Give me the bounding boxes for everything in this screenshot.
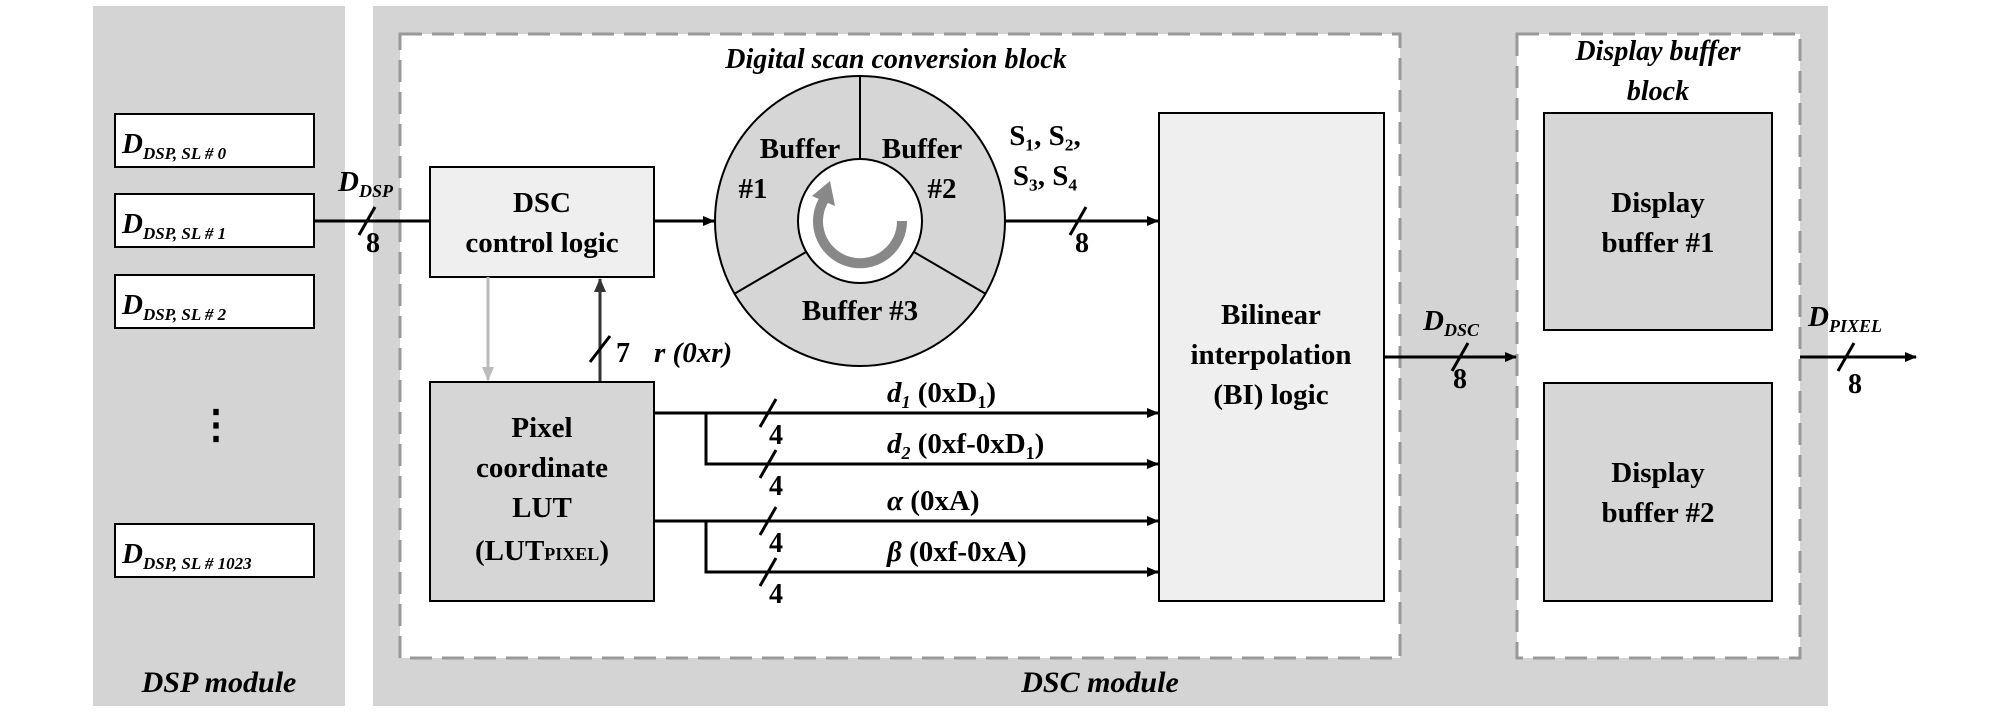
s-bus-width: 8 (1075, 228, 1089, 259)
input-box-sl2: DDSP, SL # 2 (114, 274, 315, 329)
svg-text:β (0xf-0xA): β (0xf-0xA) (886, 536, 1027, 568)
svg-text:Bilinear: Bilinear (1221, 299, 1321, 331)
svg-text:Buffer: Buffer (760, 133, 841, 165)
svg-text:control logic: control logic (465, 227, 618, 259)
dsc-block-title: Digital scan conversion block (724, 44, 1066, 75)
svg-text:Buffer: Buffer (882, 133, 963, 165)
lut-output-d2: 4 d2 (0xf-0xD1) (704, 413, 1159, 502)
svg-text:DSC: DSC (513, 187, 571, 219)
dsp-bus-slash (357, 206, 377, 236)
svg-text:4: 4 (769, 528, 783, 559)
display-block-title-2: block (1627, 76, 1689, 107)
svg-text:(LUTPIXEL): (LUTPIXEL) (475, 535, 609, 567)
svg-text:LUT: LUT (512, 492, 572, 524)
svg-text:buffer #2: buffer #2 (1601, 497, 1714, 529)
svg-text:4: 4 (769, 471, 783, 502)
svg-text:Display: Display (1611, 187, 1705, 219)
svg-text:coordinate: coordinate (476, 452, 608, 484)
display-block-title-1: Display buffer (1574, 36, 1741, 67)
svg-text:DDSP, SL # 0: DDSP, SL # 0 (121, 128, 227, 163)
svg-text:interpolation: interpolation (1190, 339, 1351, 371)
dsp-module-label: DSP module (141, 666, 297, 699)
display-buffer-1-box: Display buffer #1 (1543, 112, 1773, 331)
pixel-signal-label: DPIXEL (1807, 301, 1882, 336)
lut-output-d1: 4 d1 (0xD1) (654, 377, 1159, 451)
svg-text:Buffer #3: Buffer #3 (802, 295, 918, 327)
svg-text:buffer #1: buffer #1 (1601, 227, 1714, 259)
svg-text:4: 4 (769, 420, 783, 451)
lut-output-alpha: 4 α (0xA) (654, 485, 1159, 559)
svg-text:4: 4 (769, 579, 783, 610)
s-signals-line1: S₁, S₂, (1009, 120, 1080, 152)
bilinear-interpolation-box: Bilinear interpolation (BI) logic (1158, 112, 1385, 602)
dsp-bus-width: 8 (366, 228, 380, 259)
display-buffer-2-box: Display buffer #2 (1543, 382, 1773, 602)
rotation-arrow-icon (813, 195, 908, 269)
s-signals-line2: S₃, S₄ (1013, 160, 1077, 192)
svg-text:DDSP, SL # 1023: DDSP, SL # 1023 (121, 538, 252, 573)
svg-text:(BI) logic: (BI) logic (1213, 379, 1328, 411)
input-ellipsis: ⋮ (196, 402, 236, 447)
pixel-bus-width: 8 (1848, 369, 1862, 400)
svg-text:#1: #1 (739, 173, 768, 205)
dsp-module-panel (93, 6, 345, 706)
input-box-sl0: DDSP, SL # 0 (114, 113, 315, 168)
pixel-bus-slash (1836, 342, 1856, 372)
dsc-signal-label: DDSC (1422, 305, 1480, 340)
svg-text:α (0xA): α (0xA) (887, 485, 980, 517)
r-signal-label: r (0xr) (654, 337, 732, 369)
svg-text:DDSP, SL # 1: DDSP, SL # 1 (121, 208, 226, 243)
dsc-module-label: DSC module (1020, 666, 1179, 699)
r-bus-slash (588, 335, 612, 363)
dsc-bus-width: 8 (1453, 364, 1467, 395)
lut-output-beta: 4 β (0xf-0xA) (704, 521, 1159, 610)
dsp-signal-label: DDSP (337, 166, 394, 201)
circular-buffer: Buffer #1 Buffer #2 Buffer #3 (714, 75, 1006, 367)
s-bus-slash (1068, 206, 1088, 236)
svg-text:d2 (0xf-0xD1): d2 (0xf-0xD1) (887, 428, 1044, 463)
svg-text:Pixel: Pixel (511, 412, 572, 444)
svg-text:#2: #2 (928, 173, 957, 205)
pixel-coordinate-lut-box: Pixel coordinate LUT (LUTPIXEL) (429, 381, 655, 602)
r-bus-width: 7 (616, 338, 630, 369)
dsc-bus-slash (1450, 342, 1470, 372)
svg-text:DDSP, SL # 2: DDSP, SL # 2 (121, 289, 227, 324)
svg-text:d1 (0xD1): d1 (0xD1) (887, 377, 996, 412)
svg-text:Display: Display (1611, 457, 1705, 489)
dsc-control-logic-box: DSC control logic (429, 166, 655, 278)
input-box-sl1: DDSP, SL # 1 (114, 193, 315, 248)
input-box-sl1023: DDSP, SL # 1023 (114, 523, 315, 578)
